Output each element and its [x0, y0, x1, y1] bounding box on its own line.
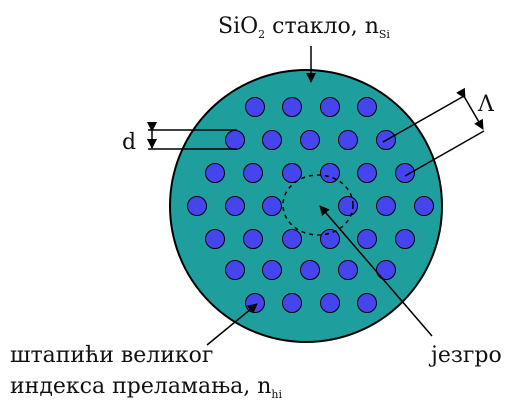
high-index-rod [245, 293, 265, 313]
rod-array [187, 97, 434, 313]
high-index-rod [282, 97, 302, 117]
high-index-rod [338, 260, 358, 280]
high-index-rod [282, 229, 302, 249]
high-index-rod [320, 97, 340, 117]
pitch-label: Λ [477, 92, 495, 117]
core-boundary [282, 174, 354, 236]
high-index-rod [262, 260, 282, 280]
core-pointer-arrow [319, 205, 433, 337]
high-index-rod [205, 229, 225, 249]
high-index-rod [395, 163, 415, 183]
glass-label: SiO2 стакло, nSi [218, 14, 390, 41]
high-index-rod [414, 196, 434, 216]
high-index-rod [282, 163, 302, 183]
high-index-rod [300, 130, 320, 150]
high-index-rod [357, 163, 377, 183]
high-index-rod [225, 196, 245, 216]
high-index-rod [187, 196, 207, 216]
high-index-rod [225, 130, 245, 150]
high-index-rod [320, 229, 340, 249]
high-index-rod [320, 163, 340, 183]
high-index-rod [320, 293, 340, 313]
high-index-rod [245, 97, 265, 117]
core-label: језгро [428, 343, 502, 368]
high-index-rod [376, 196, 396, 216]
high-index-rod [338, 130, 358, 150]
high-index-rod [243, 163, 263, 183]
high-index-rod [395, 229, 415, 249]
diameter-dimension [147, 122, 237, 150]
high-index-rod [338, 196, 358, 216]
high-index-rod [262, 196, 282, 216]
rods-label-line1: штапићи великог [10, 343, 213, 368]
rods-pointer-arrow [206, 303, 258, 346]
high-index-rod [205, 163, 225, 183]
pitch-dimension [382, 87, 485, 177]
high-index-rod [376, 260, 396, 280]
rods-label-line2: индекса преламања, nhi [10, 374, 282, 401]
diameter-label: d [122, 130, 136, 155]
high-index-rod [243, 229, 263, 249]
high-index-rod [262, 130, 282, 150]
high-index-rod [225, 260, 245, 280]
high-index-rod [300, 260, 320, 280]
high-index-rod [357, 97, 377, 117]
high-index-rod [357, 293, 377, 313]
high-index-rod [282, 293, 302, 313]
high-index-rod [357, 229, 377, 249]
